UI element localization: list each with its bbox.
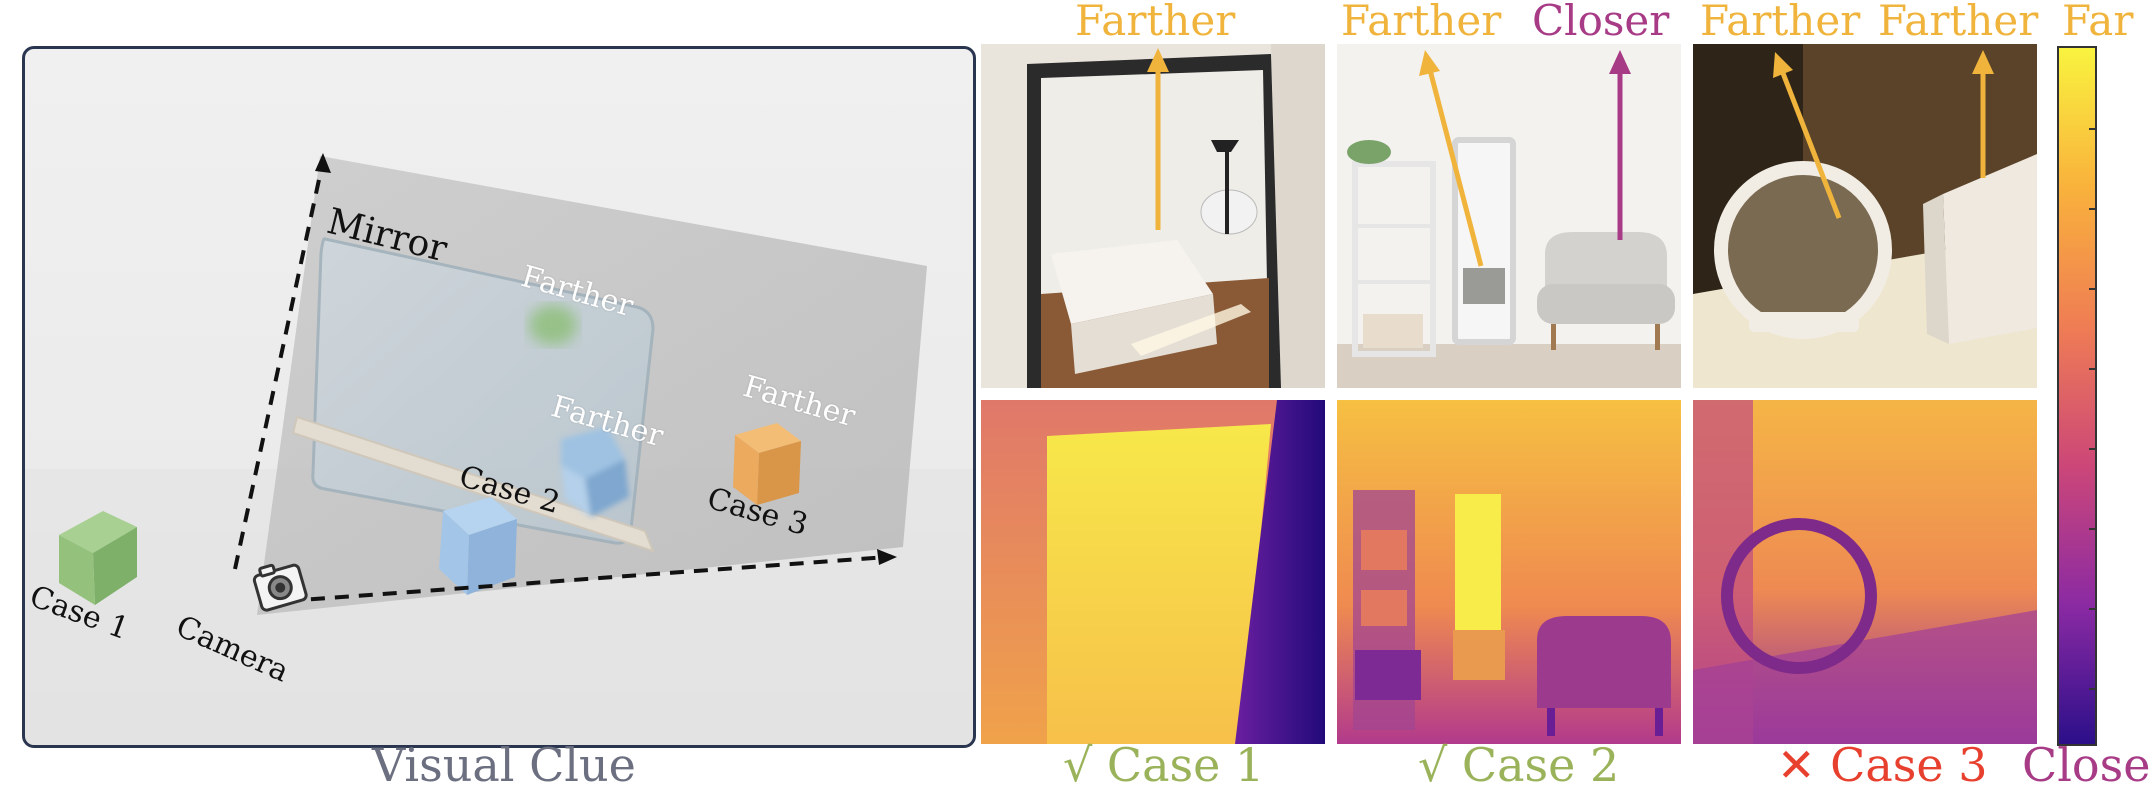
case3-cube xyxy=(733,423,801,505)
case1-cube xyxy=(59,511,137,605)
col2-top-label-closer: Closer xyxy=(1532,0,1670,45)
colorbar-far-label: Far xyxy=(2062,0,2134,45)
case2-cube xyxy=(439,497,517,595)
col1-top-label: Farther xyxy=(1075,0,1236,45)
scene-illustration xyxy=(25,153,973,745)
col1-depth-map xyxy=(981,400,1325,744)
col3-top-label-farther-2: Farther xyxy=(1878,0,2039,45)
col3-caption: ✕ Case 3 xyxy=(1777,738,1988,792)
mirror-stand xyxy=(291,415,655,553)
col2-caption: √ Case 2 xyxy=(1418,738,1620,792)
col2-top-label-farther: Farther xyxy=(1341,0,1502,45)
col2-photo xyxy=(1337,44,1681,388)
camera-icon xyxy=(252,563,308,612)
visual-clue-caption: Visual Clue xyxy=(372,738,636,792)
col1-photo xyxy=(981,44,1325,388)
col2-arrows xyxy=(1419,50,1631,267)
axis-vertical xyxy=(233,160,325,570)
col1-caption: √ Case 1 xyxy=(1063,738,1265,792)
col2-depth-map xyxy=(1337,400,1681,744)
colorbar-close-label: Close xyxy=(2022,738,2151,792)
depth-colorbar xyxy=(2057,46,2097,746)
reflection-blue xyxy=(561,427,629,517)
scene-panel: Mirror Farther Farther Farther Case 1 Ca… xyxy=(22,46,976,748)
reflection-green xyxy=(529,305,577,345)
col1-arrow xyxy=(1147,48,1169,230)
col3-top-label-farther-1: Farther xyxy=(1700,0,1861,45)
col3-photo xyxy=(1693,44,2037,388)
axis-horizontal xyxy=(286,555,888,603)
col3-depth-map xyxy=(1693,400,2037,744)
col3-arrows xyxy=(1773,50,1994,219)
